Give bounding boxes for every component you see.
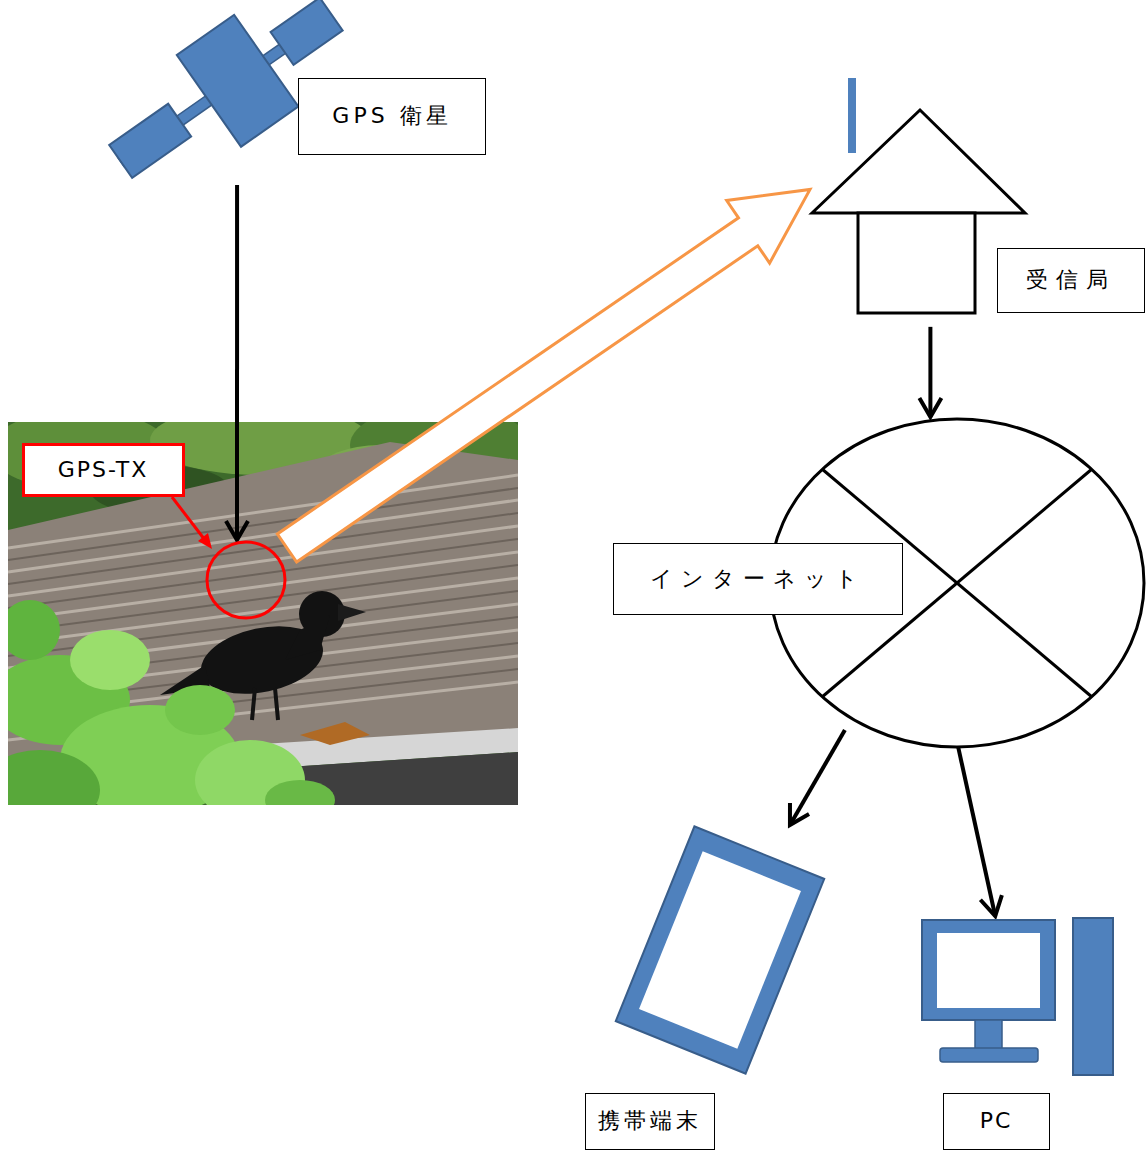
node-label: GPS-TX <box>58 457 149 483</box>
arrow-head <box>790 803 809 825</box>
pc-node: PC <box>918 916 1116 1080</box>
node-label: GPS 衛星 <box>332 103 451 129</box>
internet-node: インターネット <box>767 417 1147 750</box>
node-label: インターネット <box>650 566 866 592</box>
label-box: GPS 衛星 <box>298 78 486 155</box>
transmitter-node: GPS-TX <box>205 540 287 620</box>
label-box: PC <box>943 1093 1050 1150</box>
ellipse-icon <box>205 540 287 620</box>
node-label: 携帯端末 <box>598 1108 702 1134</box>
arrow-head <box>980 895 1001 916</box>
label-box: 受信局 <box>997 248 1145 313</box>
pc-icon <box>918 916 1116 1080</box>
flow-arrow <box>957 742 1002 916</box>
arrow-head <box>226 521 248 540</box>
flow-arrow <box>919 327 941 417</box>
satellite-node: GPS 衛星 <box>80 5 310 185</box>
flow-arrow <box>790 730 845 825</box>
tablet-icon <box>614 825 826 1077</box>
arrow-head <box>919 398 941 417</box>
node-label: 受信局 <box>1026 267 1116 293</box>
flow-arrow <box>226 185 248 540</box>
label-box: インターネット <box>613 543 903 615</box>
sat-icon <box>80 5 310 185</box>
radio-link-arrow <box>277 189 810 562</box>
label-box: 携帯端末 <box>585 1093 715 1150</box>
house-icon <box>810 78 1025 315</box>
tablet-node: 携帯端末 <box>614 825 826 1077</box>
node-label: PC <box>980 1108 1013 1134</box>
station-node: 受信局 <box>810 78 1025 315</box>
label-box: GPS-TX <box>22 443 185 497</box>
